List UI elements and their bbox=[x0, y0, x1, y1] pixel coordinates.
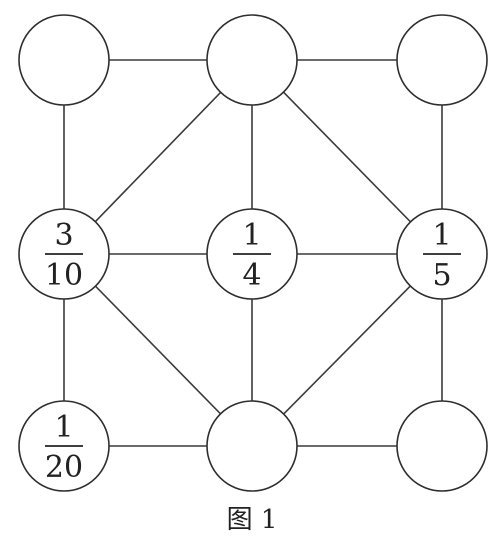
node-bottom-middle bbox=[206, 400, 298, 492]
node-bottom-right bbox=[396, 400, 488, 492]
fraction-denominator: 5 bbox=[432, 258, 451, 293]
fraction-denominator: 10 bbox=[45, 258, 83, 293]
node-circle bbox=[396, 400, 488, 492]
node-circle bbox=[206, 14, 298, 106]
figure-caption: 图 1 bbox=[227, 505, 278, 535]
node-middle-right: 15 bbox=[396, 208, 488, 300]
fraction-numerator: 3 bbox=[54, 218, 73, 253]
node-middle-left: 310 bbox=[18, 208, 110, 300]
node-circle bbox=[18, 14, 110, 106]
fraction-denominator: 4 bbox=[242, 258, 261, 293]
node-top-middle bbox=[206, 14, 298, 106]
node-center: 14 bbox=[206, 208, 298, 300]
node-bottom-left: 120 bbox=[18, 400, 110, 492]
node-top-right bbox=[396, 14, 488, 106]
fraction-numerator: 1 bbox=[54, 410, 73, 445]
node-circle bbox=[206, 400, 298, 492]
node-top-left bbox=[18, 14, 110, 106]
fraction-denominator: 20 bbox=[45, 450, 83, 485]
fraction-numerator: 1 bbox=[432, 218, 451, 253]
node-circle bbox=[396, 14, 488, 106]
fraction-numerator: 1 bbox=[242, 218, 261, 253]
